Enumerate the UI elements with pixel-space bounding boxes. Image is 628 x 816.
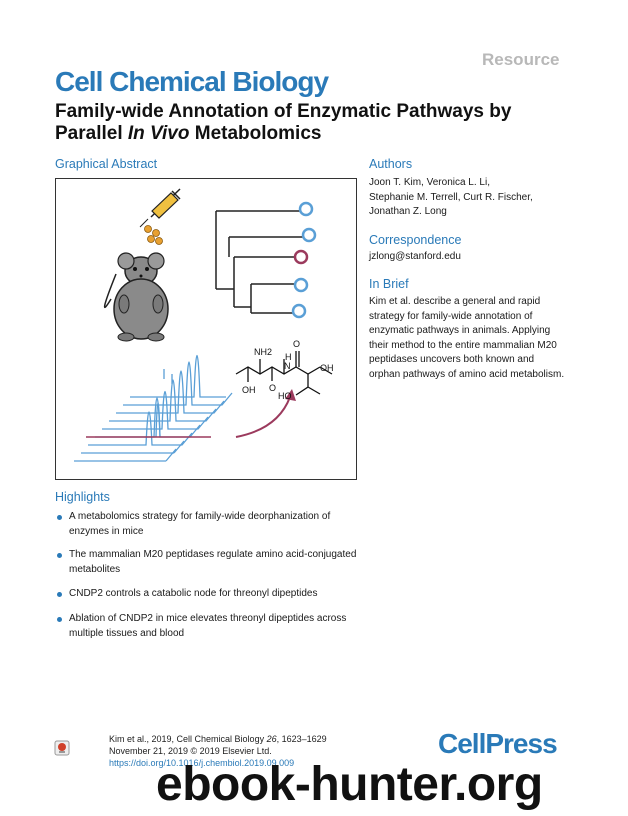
bullet-icon xyxy=(57,553,62,558)
doi-link[interactable]: https://doi.org/10.1016/j.chembiol.2019.… xyxy=(109,758,295,768)
label-oh1: OH xyxy=(242,385,256,395)
tree-node-1 xyxy=(298,201,314,217)
citation-journal: Kim et al., 2019, Cell Chemical Biology xyxy=(109,734,267,744)
phylogenetic-tree xyxy=(215,210,306,314)
citation: Kim et al., 2019, Cell Chemical Biology … xyxy=(109,733,349,769)
citation-volume: 26 xyxy=(266,734,277,744)
correspondence-heading: Correspondence xyxy=(369,233,462,247)
tree-node-4 xyxy=(293,277,309,293)
highlight-text: Ablation of CNDP2 in mice elevates threo… xyxy=(69,613,347,639)
authors-line-2: Stephanie M. Terrell, Curt R. Fischer, xyxy=(369,191,533,203)
chromatogram-stack xyxy=(74,355,233,462)
label-h: H xyxy=(285,352,292,362)
article-type-label: Resource xyxy=(482,50,560,69)
syringe-icon xyxy=(139,188,181,228)
label-nh2: NH2 xyxy=(254,347,272,357)
watermark: ebook-hunter.org xyxy=(156,758,543,811)
arrow-head xyxy=(285,389,296,401)
enzyme-nodes xyxy=(291,201,317,319)
label-n: N xyxy=(284,361,291,371)
tree-node-2 xyxy=(301,227,317,243)
in-brief-heading: In Brief xyxy=(369,277,409,291)
title-text-2: Metabolomics xyxy=(189,123,322,144)
highlight-text: A metabolomics strategy for family-wide … xyxy=(69,511,331,537)
authors-heading: Authors xyxy=(369,157,413,171)
graphical-abstract-heading: Graphical Abstract xyxy=(55,157,158,171)
citation-line-2: November 21, 2019 © 2019 Elsevier Ltd. xyxy=(109,746,272,756)
check-for-updates-icon[interactable] xyxy=(54,740,70,756)
authors-line-1: Joon T. Kim, Veronica L. Li, xyxy=(369,177,490,188)
journal-name: Cell Chemical Biology xyxy=(55,66,329,97)
highlight-text: The mammalian M20 peptidases regulate am… xyxy=(69,549,357,575)
bullet-icon xyxy=(57,592,62,597)
threonyl-dipeptide-structure xyxy=(235,351,333,396)
in-brief-text: Kim et al. describe a general and rapid … xyxy=(369,296,565,380)
citation-line-1: Kim et al., 2019, Cell Chemical Biology … xyxy=(109,733,349,745)
curved-arrow xyxy=(235,396,291,438)
authors-line-3: Jonathan Z. Long xyxy=(369,206,447,217)
bullet-icon xyxy=(57,515,62,520)
citation-pages: , 1623–1629 xyxy=(276,734,327,744)
graphical-abstract-figure: NH2 OH H N O O OH HO xyxy=(55,178,357,480)
molecule-labels: NH2 OH H N O O OH HO xyxy=(242,339,334,401)
tree-node-3 xyxy=(293,249,309,265)
label-oh2: OH xyxy=(320,363,334,373)
title-italic: In Vivo xyxy=(127,123,190,144)
label-o2: O xyxy=(293,339,300,349)
authors-list: Joon T. Kim, Veronica L. Li, Stephanie M… xyxy=(369,176,569,220)
bullet-icon xyxy=(57,617,62,622)
label-o1: O xyxy=(269,383,276,393)
graphical-abstract-svg: NH2 OH H N O O OH HO xyxy=(74,188,334,462)
label-ho: HO xyxy=(278,391,292,401)
publisher-logo: CellPress xyxy=(438,728,558,759)
mouse-icon xyxy=(103,252,169,342)
title-text-1: Family-wide Annotation of Enzymatic Path… xyxy=(55,101,512,144)
correspondence-email[interactable]: jzlong@stanford.edu xyxy=(369,251,461,262)
article-title: Family-wide Annotation of Enzymatic Path… xyxy=(55,101,575,145)
highlights-heading: Highlights xyxy=(55,490,110,504)
compound-dots-icon xyxy=(144,225,163,245)
tree-node-5 xyxy=(291,303,307,319)
highlight-text: CNDP2 controls a catabolic node for thre… xyxy=(69,588,318,599)
